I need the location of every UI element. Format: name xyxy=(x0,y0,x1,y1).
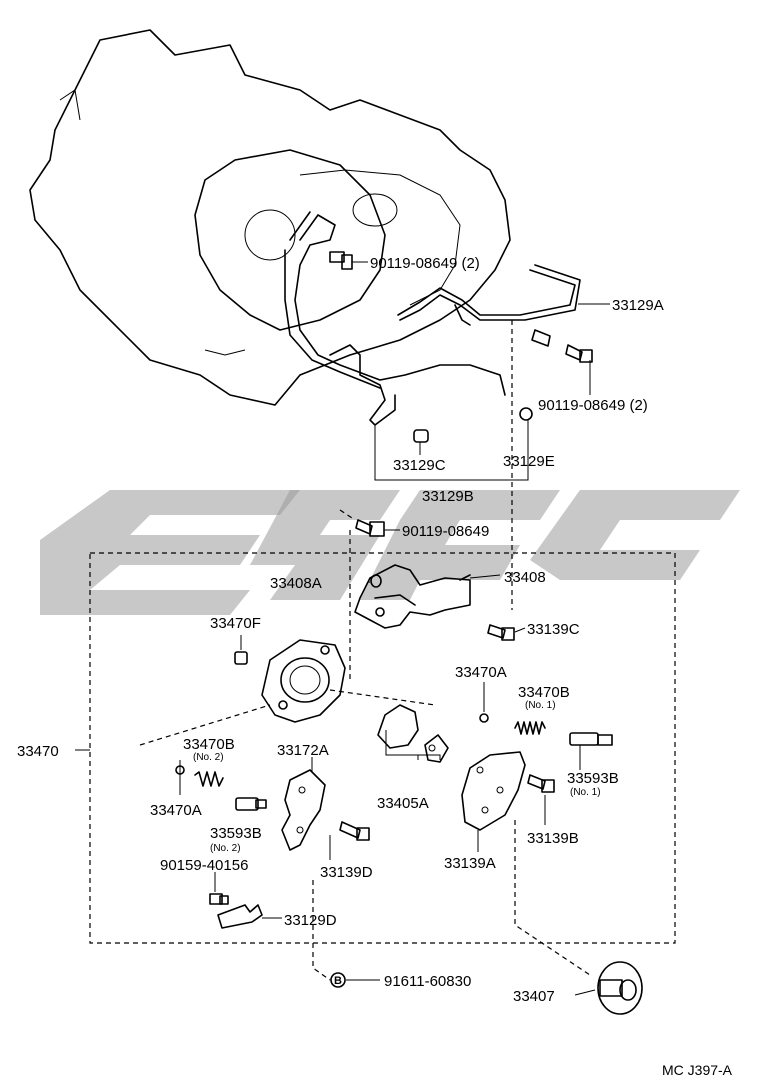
part-33408A-oring xyxy=(370,574,382,588)
marker-circle-b xyxy=(330,972,346,988)
part-33470F-cap xyxy=(234,651,248,665)
dash-guide-4 xyxy=(139,704,271,746)
label-33129C: 33129C xyxy=(393,457,446,474)
pump-body xyxy=(261,639,346,723)
note-33593B-right: (No. 1) xyxy=(570,787,601,798)
gear-33407 xyxy=(597,961,643,1015)
ball-33470A-right xyxy=(479,713,489,723)
label-33139D: 33139D xyxy=(320,864,373,881)
plug-33593B-left xyxy=(235,797,267,811)
dash-guide-2 xyxy=(339,509,356,680)
label-33470F: 33470F xyxy=(210,615,261,632)
label-33470A-right: 33470A xyxy=(455,664,507,681)
note-33470B-right: (No. 1) xyxy=(525,700,556,711)
plug-33593B-right xyxy=(569,732,613,746)
cover-33139A xyxy=(461,751,526,831)
note-33593B-left: (No. 2) xyxy=(210,843,241,854)
note-33470B-left: (No. 2) xyxy=(193,752,224,763)
bracket-33129B xyxy=(374,425,529,481)
dash-guide-6 xyxy=(312,880,331,981)
label-91611-60830: 91611-60830 xyxy=(384,973,471,990)
part-33129A-tube xyxy=(284,211,581,426)
dash-guide-5 xyxy=(514,820,591,976)
kit-box-33470 xyxy=(89,552,676,944)
transmission-case xyxy=(29,29,511,406)
part-33405A-rotors xyxy=(377,704,449,763)
marker-letter-b: B xyxy=(334,975,342,987)
label-33129A: 33129A xyxy=(612,297,664,314)
label-90119-08649-2-lower: 90119-08649 (2) xyxy=(538,397,648,414)
bolt-33139D xyxy=(339,821,370,841)
label-33129E: 33129E xyxy=(503,453,555,470)
label-33408A: 33408A xyxy=(270,575,322,592)
label-33139A: 33139A xyxy=(444,855,496,872)
label-33407: 33407 xyxy=(513,988,555,1005)
label-90119-08649-2-upper: 90119-08649 (2) xyxy=(370,255,480,272)
dash-guide-3 xyxy=(329,689,436,706)
label-33139B: 33139B xyxy=(527,830,579,847)
label-90159-40156: 90159-40156 xyxy=(160,857,248,874)
drawing-reference: MC J397-A xyxy=(662,1062,733,1078)
label-33405A: 33405A xyxy=(377,795,429,812)
label-90119-08649: 90119-08649 xyxy=(402,523,489,540)
label-33593B-right: 33593B xyxy=(567,770,619,787)
bolt-90119-08649-mid xyxy=(355,519,385,537)
bolt-90119-08649-right xyxy=(531,329,593,363)
spring-33470B-right xyxy=(514,721,546,735)
label-33470: 33470 xyxy=(17,743,59,760)
label-33129B: 33129B xyxy=(422,488,474,505)
clamp-33129D xyxy=(217,904,263,929)
label-33593B-left: 33593B xyxy=(210,825,262,842)
spring-33470B-left xyxy=(194,771,224,787)
label-33129D: 33129D xyxy=(284,912,337,929)
label-33470A-left: 33470A xyxy=(150,802,202,819)
leader-lines xyxy=(75,261,610,996)
label-33408: 33408 xyxy=(504,569,546,586)
label-33470B-left: 33470B xyxy=(183,736,235,753)
watermark-logo xyxy=(40,490,740,615)
bolt-33139B xyxy=(527,774,555,793)
bolt-90159-40156 xyxy=(209,893,229,905)
part-33408-housing xyxy=(354,564,471,629)
label-33139C: 33139C xyxy=(527,621,580,638)
bolt-33139C xyxy=(487,624,515,641)
bolt-90119-08649-upper xyxy=(329,251,353,270)
plate-33172A xyxy=(281,769,326,851)
label-33470B-right: 33470B xyxy=(518,684,570,701)
label-33172A: 33172A xyxy=(277,742,329,759)
part-33129C-sleeve xyxy=(413,429,429,443)
part-33129E-clip xyxy=(519,407,533,421)
